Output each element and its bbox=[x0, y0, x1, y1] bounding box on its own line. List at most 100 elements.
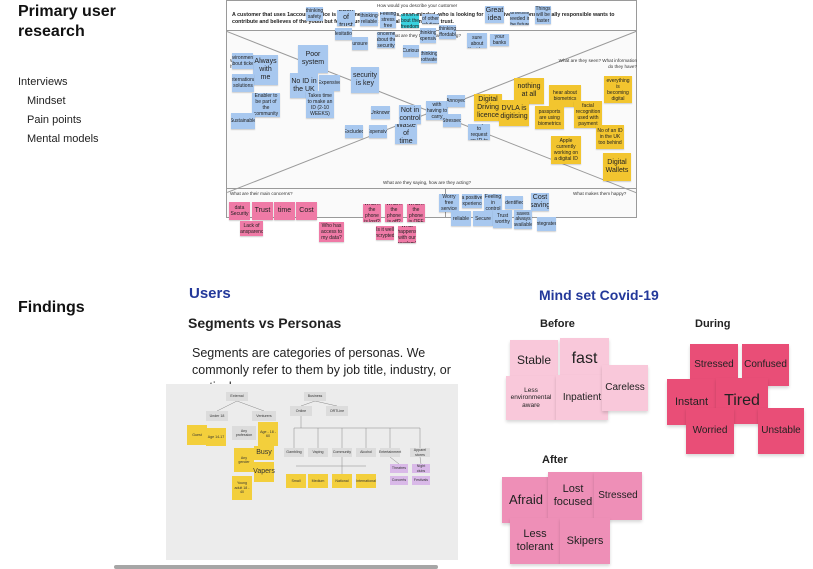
mindset-sticky: Less tolerant bbox=[510, 518, 560, 564]
empathy-note: Expensive bbox=[319, 75, 340, 91]
empathy-note: No of an ID in the UK too behind bbox=[596, 125, 624, 149]
empathy-note: passports are using biometrics bbox=[535, 106, 564, 129]
empathy-note: thinking expensive bbox=[420, 28, 436, 43]
empathy-map: How would you describe your customer A c… bbox=[226, 0, 637, 243]
segments-connectors bbox=[216, 400, 422, 474]
empathy-note: Not in control bbox=[399, 105, 421, 124]
empathy-note: Things will be faster bbox=[535, 6, 551, 24]
mindset-sticky: Less environmental aware bbox=[506, 376, 556, 420]
segment-note: Gambling bbox=[284, 448, 304, 457]
mindset-heading: Mind set Covid-19 bbox=[539, 287, 659, 303]
empathy-map-top-question: How would you describe your customer bbox=[377, 3, 458, 8]
empathy-note: Stressed bbox=[443, 114, 461, 127]
segment-note: Vaping bbox=[308, 448, 328, 457]
empathy-note: Expensive bbox=[369, 125, 387, 138]
empathy-note: integrated bbox=[537, 217, 556, 231]
label-saying: What are they saying, how are they actin… bbox=[383, 180, 472, 185]
empathy-note: Who has access to my data? bbox=[319, 222, 344, 242]
nav-item-mental-models[interactable]: Mental models bbox=[27, 133, 99, 145]
empathy-note: thinking reliable bbox=[360, 12, 378, 26]
mindset-sticky: Worried bbox=[686, 408, 734, 454]
mindset-sticky: Lost focused bbox=[548, 472, 598, 520]
users-heading: Users bbox=[189, 285, 231, 302]
empathy-note: DVLA is digitising bbox=[499, 100, 529, 126]
empathy-note: Digital Driving licence bbox=[474, 94, 502, 121]
mindset-sticky: Skipers bbox=[560, 518, 610, 564]
empathy-note: Concerned about their freedom bbox=[401, 14, 419, 28]
segment-note: Concerts bbox=[390, 476, 408, 485]
empathy-note: Trust worthy bbox=[493, 210, 512, 228]
empathy-note: data Security bbox=[229, 202, 250, 220]
segment-note: Small bbox=[286, 474, 306, 488]
empathy-note: Feeling stress free bbox=[380, 12, 396, 28]
map-bottom-divider bbox=[227, 188, 636, 189]
empathy-note: Great idea bbox=[485, 6, 504, 23]
empathy-note: Not sure about the idea bbox=[467, 33, 487, 48]
after-label: After bbox=[542, 454, 568, 466]
mindset-sticky: Stressed bbox=[594, 472, 642, 520]
empathy-note: thinking affordable bbox=[439, 25, 456, 39]
empathy-note: hear about biometrics bbox=[549, 85, 581, 107]
mindset-sticky: fast bbox=[560, 338, 609, 381]
empathy-note: unsure bbox=[352, 37, 368, 50]
segment-note: ORTLine bbox=[326, 406, 348, 416]
mindset-sticky: Stable bbox=[510, 340, 558, 382]
empathy-note: Long lineups to request an ID to travel bbox=[468, 124, 490, 140]
empathy-note: thinking motivated bbox=[421, 51, 437, 63]
segment-note: Guest bbox=[187, 425, 207, 445]
segment-note: Night clubs bbox=[412, 464, 430, 473]
empathy-note: a positive experience bbox=[462, 194, 482, 208]
nav-item-pain-points[interactable]: Pain points bbox=[27, 114, 82, 126]
empathy-note: Lack of trust bbox=[337, 10, 355, 26]
mindset-sticky: Inpatient bbox=[556, 375, 608, 420]
segment-note: Community bbox=[332, 448, 352, 457]
segment-note: Age 14-17 bbox=[206, 428, 226, 446]
empathy-note: reliable bbox=[451, 211, 471, 226]
empathy-note: Cost bbox=[296, 202, 317, 220]
empathy-note: International solutions bbox=[232, 74, 254, 92]
empathy-note: Frustration with having to carry documen… bbox=[426, 101, 448, 120]
horizontal-scrollbar[interactable] bbox=[114, 565, 438, 569]
empathy-note: Is it well encrypted? bbox=[376, 226, 394, 240]
empathy-note: Poor system bbox=[298, 45, 328, 73]
empathy-note: Curious bbox=[403, 45, 419, 57]
label-concerns: What are their main concerns? bbox=[230, 191, 293, 196]
empathy-note: thinking safety bbox=[306, 7, 323, 21]
segment-note: Entertainment bbox=[379, 448, 401, 457]
label-seen: What are they seen? What information do … bbox=[558, 58, 637, 69]
empathy-note: What if the phone is OFF bbox=[407, 204, 425, 222]
segment-note: Business bbox=[304, 392, 326, 401]
empathy-note: Annoyed bbox=[447, 95, 465, 107]
segment-note: Age - 18 - 60 bbox=[258, 422, 278, 446]
empathy-note: Worry free service bbox=[439, 194, 459, 212]
segment-note: Theatres bbox=[390, 464, 408, 473]
empathy-note: always available bbox=[514, 215, 532, 229]
empathy-note: thinking of other solutions bbox=[422, 14, 439, 24]
empathy-note: your banks bbox=[490, 34, 509, 46]
segment-note: Any profession bbox=[232, 426, 256, 440]
empathy-note: Digital Wallets bbox=[603, 153, 631, 181]
during-label: During bbox=[695, 318, 731, 330]
empathy-note: Environmental about ticket bbox=[232, 53, 253, 69]
empathy-note: something needed in the future bbox=[510, 12, 529, 25]
nav-item-mindset[interactable]: Mindset bbox=[27, 95, 66, 107]
findings-heading: Findings bbox=[18, 299, 85, 316]
empathy-note: Concerned about the security bbox=[377, 32, 395, 48]
mindset-sticky: Afraid bbox=[502, 477, 550, 523]
segment-note: Online bbox=[290, 406, 312, 416]
segment-note: Any gender bbox=[234, 448, 254, 472]
empathy-note: Excluded bbox=[345, 125, 363, 138]
empathy-note: What happens with our freedom? bbox=[398, 226, 416, 243]
empathy-note: Cost saving bbox=[531, 193, 549, 211]
segment-note: Young adult 18 - 40 bbox=[232, 476, 252, 500]
segment-note: National bbox=[332, 474, 352, 488]
empathy-note: facial recognition used with payment bbox=[574, 101, 602, 128]
empathy-note: Identified bbox=[505, 196, 523, 209]
empathy-note: Waste of time bbox=[395, 124, 417, 144]
empathy-note: nothing at all bbox=[514, 78, 544, 104]
segment-note: Apparel stores bbox=[410, 448, 430, 457]
segment-note: Medium bbox=[308, 474, 328, 488]
empathy-note: Secure bbox=[473, 211, 493, 226]
nav-item-interviews[interactable]: Interviews bbox=[18, 76, 68, 88]
